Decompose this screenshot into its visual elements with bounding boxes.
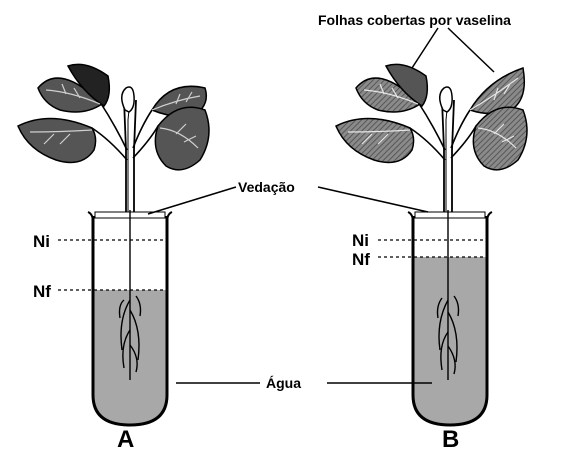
ni-label-b: Ni <box>352 231 369 250</box>
bud-a <box>122 87 134 112</box>
nf-label-a: Nf <box>33 282 51 301</box>
vaseline-note-label: Folhas cobertas por vaselina <box>318 12 511 28</box>
water-label: Água <box>266 375 301 391</box>
leaves-a <box>18 64 209 169</box>
seal-label: Vedação <box>238 179 295 195</box>
seal-b <box>415 212 485 218</box>
tube-b-label: B <box>442 426 459 450</box>
water-b <box>413 257 487 432</box>
nf-label-b: Nf <box>352 250 370 269</box>
tube-a-label: A <box>117 426 134 450</box>
leaves-b-coated <box>336 64 527 169</box>
ni-label-a: Ni <box>33 232 50 251</box>
bud-b <box>440 87 452 112</box>
